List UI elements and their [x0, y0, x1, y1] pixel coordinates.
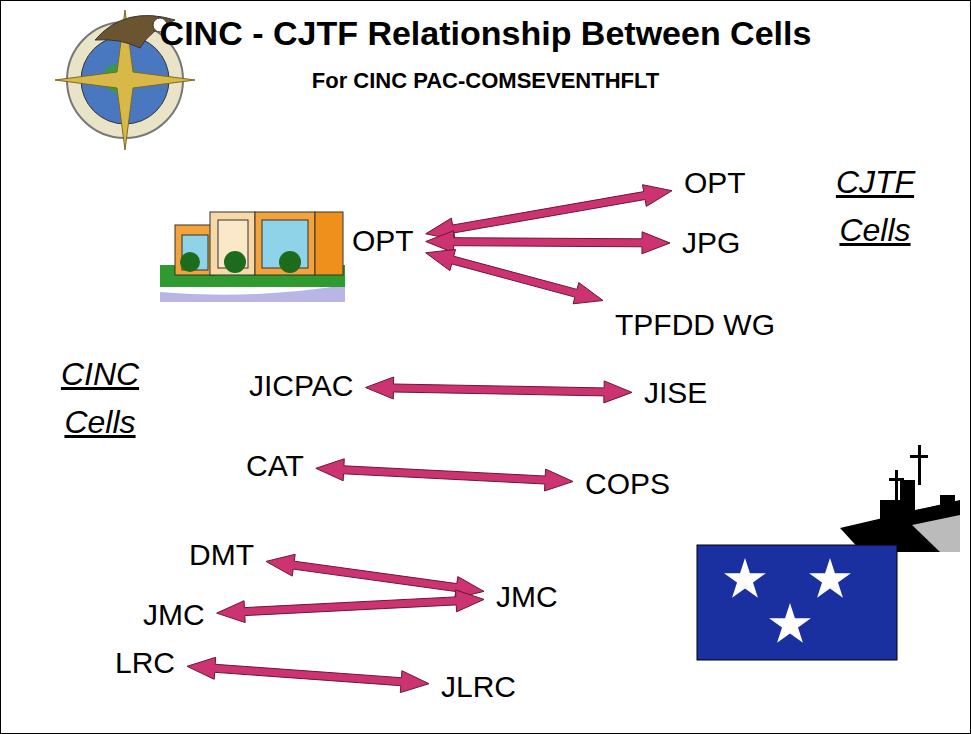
cell-name: JISE	[640, 374, 711, 413]
cell-label: DMT	[189, 538, 254, 573]
double-arrow	[187, 657, 429, 692]
cell-name: OPT	[348, 222, 418, 261]
cell-name: COPS	[581, 465, 674, 504]
double-arrow	[217, 590, 484, 623]
group-heading: CJTF Cells	[820, 158, 930, 254]
cell-label: LRC	[115, 646, 175, 681]
cell-label: OPT	[684, 166, 746, 201]
cell-name: JMC	[139, 596, 209, 635]
cell-label: JMC	[143, 598, 205, 633]
cell-label: OPT	[352, 224, 414, 259]
cell-label: JLRC	[441, 670, 516, 705]
cell-name: JPG	[678, 224, 744, 263]
subtitle: For CINC PAC-COMSEVENTHFLT	[0, 68, 971, 94]
cell-name: CAT	[242, 447, 308, 486]
double-arrow	[426, 249, 603, 303]
cell-name: TPFDD WG	[611, 306, 779, 345]
double-arrow	[426, 231, 670, 254]
cell-name: JLRC	[437, 668, 520, 707]
cell-name: DMT	[185, 536, 258, 575]
cell-label: CAT	[246, 449, 304, 484]
cell-label: JISE	[644, 376, 707, 411]
double-arrow	[426, 185, 672, 240]
cell-name: JMC	[492, 578, 562, 617]
double-arrow	[316, 459, 573, 491]
hq-building	[160, 212, 345, 302]
double-arrow	[366, 377, 633, 403]
slide-title: CINC - CJTF Relationship Between Cells	[0, 14, 971, 53]
three-star-flag	[697, 545, 897, 660]
cell-label: TPFDD WG	[615, 308, 775, 343]
double-arrow	[266, 554, 484, 598]
cell-label: JMC	[496, 580, 558, 615]
cell-name: JICPAC	[245, 367, 357, 406]
group-heading: CINC Cells	[45, 350, 155, 446]
warship-silhouette	[840, 445, 960, 552]
cell-name: OPT	[680, 164, 750, 203]
cell-label: JICPAC	[249, 369, 353, 404]
cell-label: JPG	[682, 226, 740, 261]
cell-name: LRC	[111, 644, 179, 683]
cell-label: COPS	[585, 467, 670, 502]
